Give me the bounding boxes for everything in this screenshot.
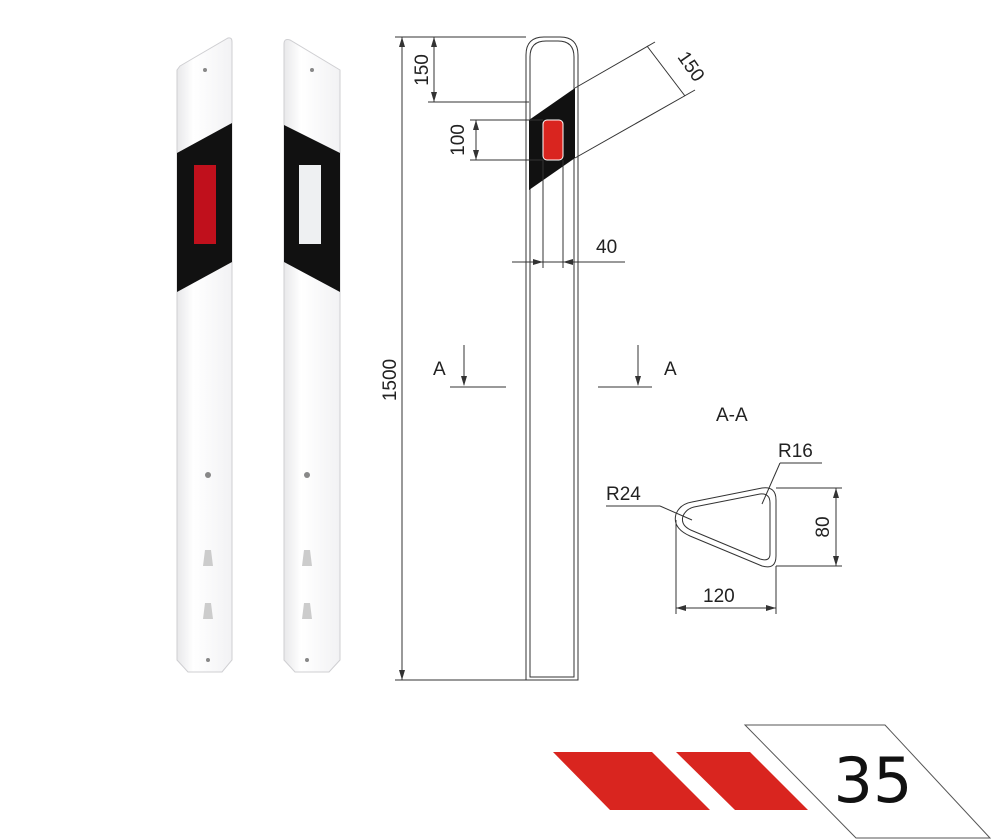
post-photo-right [283,39,341,673]
dim-40: 40 [596,237,617,258]
post-photo-left [176,37,233,673]
red-reflector [542,119,564,161]
white-reflector [299,165,321,244]
dim-80: 80 [813,516,834,537]
number-badge: 35 [553,724,992,839]
section-marker-right: A [664,359,677,380]
radius-r16: R16 [778,441,813,462]
radius-r24: R24 [606,484,641,505]
red-reflector [194,165,216,244]
dim-150-diagonal: 150 [673,48,708,86]
dim-1500: 1500 [380,359,401,401]
dim-150-top: 150 [412,54,433,86]
red-stripe [676,752,808,810]
dim-100: 100 [448,124,469,156]
badge-number: 35 [834,744,913,817]
section-title: A-A [716,405,748,426]
technical-drawing: 1500 150 100 150 40 A A A-A [380,36,842,681]
section-marker-left: A [433,359,446,380]
red-stripe [553,752,710,810]
dim-120: 120 [703,586,735,607]
